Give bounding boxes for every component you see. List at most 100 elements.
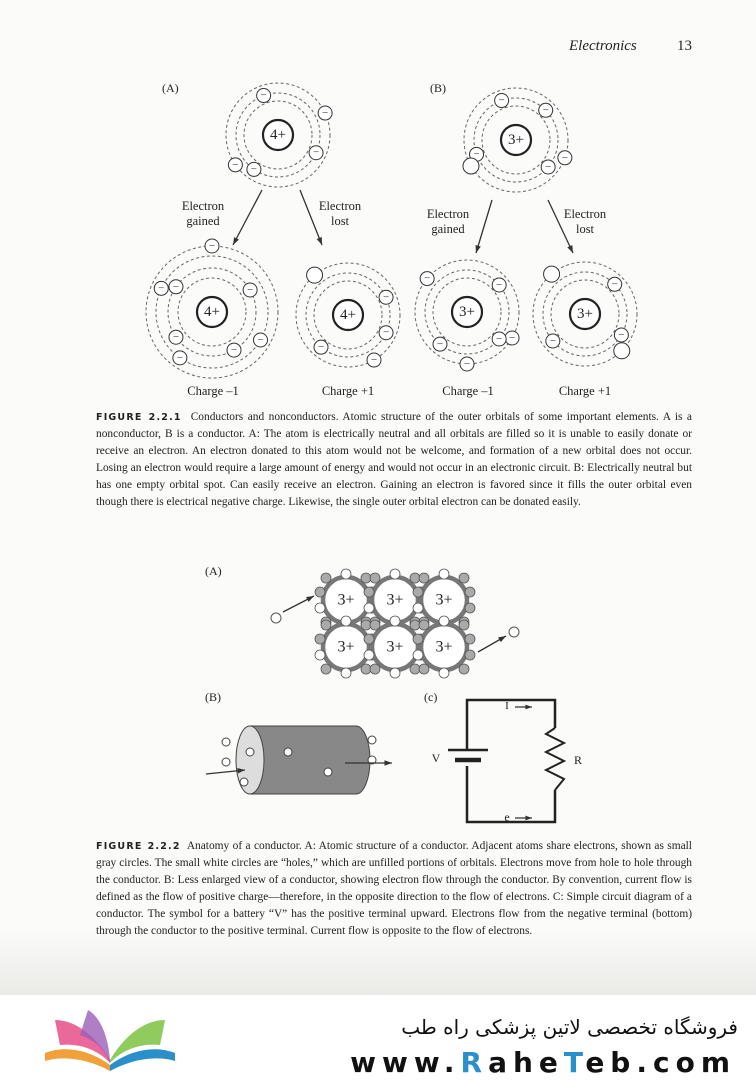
nucleus (331, 298, 365, 332)
caption-text: Anatomy of a conductor. A: Atomic struct… (96, 840, 692, 937)
fig1-panel-b-label: (B) (430, 81, 446, 95)
electron (538, 102, 554, 118)
electron (168, 279, 184, 295)
electron-sign: – (322, 107, 329, 118)
orbit-ring (424, 269, 510, 355)
orbit-ring (542, 271, 628, 357)
lattice-atom: 3+ (314, 615, 378, 679)
electron (317, 105, 333, 121)
lattice-atom-charge: 3+ (435, 592, 452, 609)
outgoing-electron (508, 626, 520, 638)
fig2-incoming-electron-arrow-head (306, 596, 314, 602)
url-suffix: eb.com (585, 1046, 736, 1079)
hole (340, 615, 352, 627)
battery-label: V (432, 751, 441, 765)
shared-electron (412, 586, 424, 598)
electron (256, 88, 272, 104)
fig1-charge-b-pos: Charge +1 (558, 384, 612, 398)
orbit-ring (295, 262, 401, 368)
nucleus-charge-label: 4+ (270, 127, 286, 143)
fig1-a-gained-arrow (232, 189, 263, 246)
orbit-ring (305, 272, 391, 358)
electron (378, 289, 394, 305)
shared-electron (369, 572, 381, 584)
fig2-panel-b-label: (B) (205, 690, 221, 704)
orbit-ring (235, 92, 321, 178)
shared-electron (464, 649, 476, 661)
current-direction-arrow-head (525, 704, 532, 710)
fig1-b-gained-arrow (475, 199, 493, 254)
fig2-panel-c-label: (c) (424, 690, 438, 704)
hole (314, 649, 326, 661)
electron (367, 755, 377, 765)
hole (438, 667, 450, 679)
hole (340, 667, 352, 679)
shared-electron (458, 572, 470, 584)
hole (613, 342, 631, 360)
lattice-atom: 3+ (412, 615, 476, 679)
shared-electron (363, 586, 375, 598)
cylinder-body (249, 725, 371, 795)
electron-sign: – (158, 282, 165, 293)
shared-electron (409, 572, 421, 584)
shared-electron (458, 619, 470, 631)
electron-sign: – (176, 352, 183, 363)
fig2-electron-out-arrow-head (384, 760, 392, 766)
electron (252, 332, 268, 348)
electron-sign: – (437, 338, 444, 349)
electron-sign: – (172, 331, 179, 342)
figure-2-2-2-caption: FIGURE 2.2.2 Anatomy of a conductor. A: … (96, 838, 692, 940)
hole (340, 568, 352, 580)
shared-electron (418, 663, 430, 675)
nucleus (499, 123, 533, 157)
shared-electron (314, 633, 326, 645)
orbit-ring (473, 97, 559, 183)
hole (389, 667, 401, 679)
electron-sign: – (371, 354, 378, 365)
fig1-charge-b-neg: Charge –1 (442, 384, 494, 398)
store-url[interactable]: www.RaheTeb.com (350, 1046, 736, 1079)
hole (543, 265, 561, 283)
shared-electron (418, 619, 430, 631)
orbit-ring (225, 82, 331, 188)
hole (245, 747, 255, 757)
electron (459, 356, 475, 372)
shared-electron (464, 586, 476, 598)
nucleus-charge-label: 3+ (459, 304, 475, 320)
hole (323, 767, 333, 777)
figure-2-2-1-caption: FIGURE 2.2.1 Conductors and nonconductor… (96, 409, 692, 511)
nucleus (195, 295, 229, 329)
electron-sign: – (313, 147, 320, 158)
resistor-zigzag (543, 727, 567, 791)
orbit-ring (414, 259, 520, 365)
shared-electron (412, 633, 424, 645)
shared-electron (320, 619, 332, 631)
shared-electron (320, 663, 332, 675)
electron-sign: – (561, 152, 568, 163)
electron-label: e (504, 810, 509, 824)
electron (432, 336, 448, 352)
shared-electron (360, 619, 372, 631)
electron (419, 271, 435, 287)
shared-electron (409, 619, 421, 631)
nucleus (450, 295, 484, 329)
store-banner (0, 995, 756, 1080)
orbit-ring (177, 277, 247, 347)
lattice-atom-charge: 3+ (386, 639, 403, 656)
electron-sign: – (498, 95, 505, 106)
url-middle: ahe (488, 1046, 564, 1079)
electron (378, 325, 394, 341)
hole (389, 615, 401, 627)
electron-sign: – (545, 161, 552, 172)
electron (226, 342, 242, 358)
circuit-wire-top (465, 698, 557, 750)
electron-sign: – (509, 332, 516, 343)
hole (462, 157, 480, 175)
orbit-ring (313, 280, 383, 350)
open-book-logo-icon (45, 1010, 175, 1071)
electron-sign: – (424, 273, 431, 284)
shared-electron (464, 633, 476, 645)
shared-electron (314, 586, 326, 598)
orbit-ring (463, 87, 569, 193)
electron (557, 150, 573, 166)
